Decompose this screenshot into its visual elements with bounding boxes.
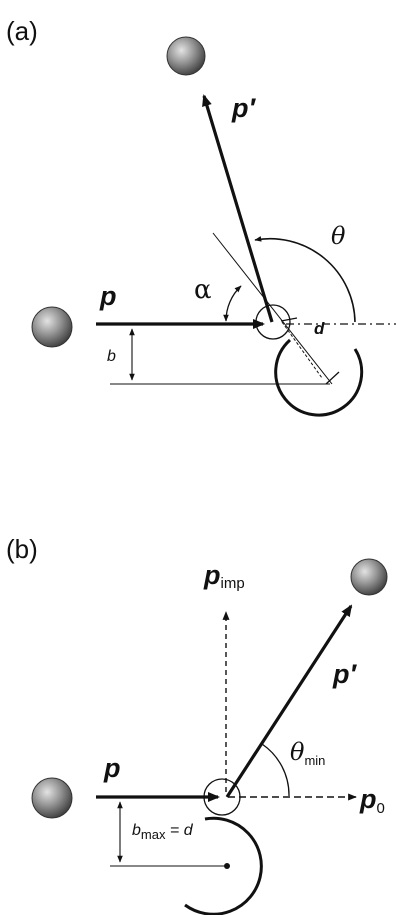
collision-circle-b — [203, 778, 241, 816]
orbit-circle-a — [274, 338, 364, 417]
p-label-a: p — [99, 281, 117, 311]
d-dimension-line-a — [281, 321, 323, 379]
vector-p-prime-a — [202, 94, 274, 323]
sphere-incoming-a — [31, 306, 73, 348]
radius-marker-a — [325, 371, 340, 385]
alpha-arc-a — [223, 285, 242, 322]
sphere-outgoing-a — [166, 36, 206, 76]
sphere-outgoing-b — [350, 558, 388, 596]
d-label-a: d — [314, 319, 325, 338]
p-imp-label-b: pimp — [203, 560, 245, 592]
p-label-b: p — [103, 753, 121, 783]
orbit-circle-b — [184, 816, 263, 915]
p0-label-b: p0 — [359, 784, 385, 817]
panel-a: (a) p p′ θ α d b — [6, 16, 396, 417]
collision-circle-a — [255, 304, 291, 340]
alpha-guide-line-a — [212, 232, 333, 385]
b-label-a: b — [107, 348, 116, 365]
theta-min-arc-b — [261, 743, 290, 797]
theta-label-a: θ — [331, 222, 346, 250]
panel-a-label: (a) — [6, 16, 38, 46]
alpha-label-a: α — [194, 275, 212, 305]
p-prime-label-b: p′ — [332, 659, 357, 689]
sphere-incoming-b — [31, 777, 73, 819]
bmax-label-b: bmax = d — [132, 822, 194, 842]
panel-b: (b) pimp p′ p p0 θmin — [6, 534, 388, 915]
vector-p-prime-b — [225, 604, 353, 798]
theta-min-label-b: θmin — [290, 738, 325, 768]
d-tick-a — [280, 317, 298, 322]
panel-b-label: (b) — [6, 534, 38, 564]
p-prime-label-a: p′ — [231, 93, 256, 123]
theta-arc-a — [254, 236, 356, 323]
